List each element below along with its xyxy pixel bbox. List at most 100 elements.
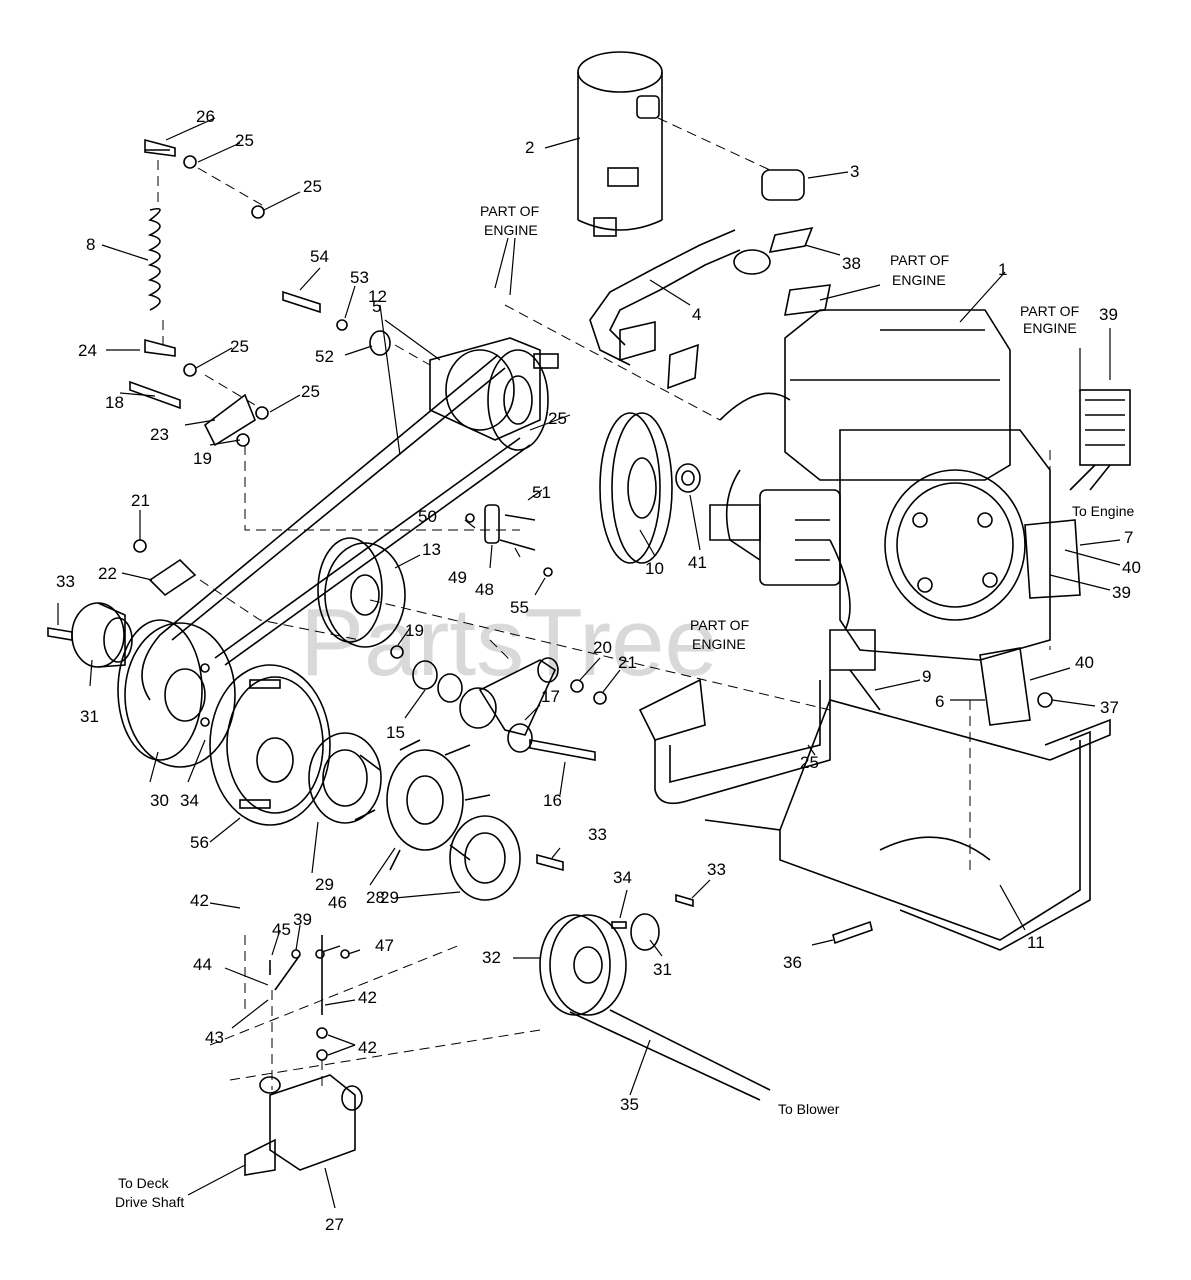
spring: [144, 149, 176, 357]
callout-12: 12: [368, 287, 387, 306]
callout-39c: 39: [293, 910, 312, 929]
bracket-6: [979, 647, 1031, 726]
washer-25-c: [183, 363, 197, 377]
note-to-deck: To Deck: [118, 1175, 170, 1191]
callout-55: 55: [510, 598, 529, 617]
muffler: [577, 51, 663, 237]
washer-52: [369, 330, 391, 356]
callout-30: 30: [150, 791, 169, 810]
bolt-33-left: [47, 627, 73, 641]
callout-36: 36: [783, 953, 802, 972]
callout-51: 51: [532, 483, 551, 502]
gearbox: [244, 1074, 363, 1176]
callout-35: 35: [620, 1095, 639, 1114]
callout-50: 50: [418, 507, 437, 526]
callout-18: 18: [105, 393, 124, 412]
callout-31b: 31: [653, 960, 672, 979]
note-engine-4: ENGINE: [692, 636, 746, 652]
callout-42b: 42: [358, 988, 377, 1007]
callout-49: 49: [448, 568, 467, 587]
washer-25-a: [183, 155, 197, 169]
callout-labels: 1 2 3 4 5 6 7 8 9 10 11 12 13 15 16 17 1…: [56, 107, 1141, 1234]
leader-lines: [57, 117, 1121, 1209]
callout-48: 48: [475, 580, 494, 599]
callout-38: 38: [842, 254, 861, 273]
callout-29a: 29: [315, 875, 334, 894]
washer-53: [336, 319, 348, 331]
callout-52: 52: [315, 347, 334, 366]
nut-21-b: [593, 691, 607, 705]
callout-46: 46: [328, 893, 347, 912]
engine: [709, 309, 1051, 711]
callout-13: 13: [422, 540, 441, 559]
callout-25b: 25: [303, 177, 322, 196]
callout-43: 43: [205, 1028, 224, 1047]
part-55: [543, 567, 553, 577]
notes: PART OF ENGINE PART OF ENGINE PART OF EN…: [115, 203, 1134, 1210]
callout-7: 7: [1124, 528, 1133, 547]
lower-pulley: [539, 914, 627, 1016]
callout-25a: 25: [235, 131, 254, 150]
plate-29-right: [449, 815, 521, 901]
callout-39b: 39: [1112, 583, 1131, 602]
callout-28: 28: [366, 888, 385, 907]
washer-20: [570, 679, 584, 693]
belt-35: [569, 1009, 771, 1101]
bolt-33-mid: [536, 853, 564, 872]
idler-bracket: [429, 337, 559, 451]
callout-20: 20: [593, 638, 612, 657]
bolt-36: [832, 920, 873, 945]
callout-23: 23: [150, 425, 169, 444]
plate-29-left: [308, 732, 382, 824]
belt: [141, 354, 531, 701]
callout-19a: 19: [193, 449, 212, 468]
callout-53: 53: [350, 268, 369, 287]
nut-25-b: [251, 205, 265, 219]
bolt-54: [282, 290, 321, 314]
fan: [354, 739, 491, 871]
hub-31-right: [630, 913, 660, 951]
tensioner-arm: [459, 657, 596, 761]
note-to-engine: To Engine: [1072, 503, 1134, 519]
callout-10: 10: [645, 559, 664, 578]
callout-15: 15: [386, 723, 405, 742]
callout-25f: 25: [800, 753, 819, 772]
callout-17: 17: [541, 687, 560, 706]
callout-6: 6: [935, 692, 944, 711]
alignment-lines: [157, 117, 1051, 1090]
callout-42c: 42: [358, 1038, 377, 1057]
note-drive-shaft: Drive Shaft: [115, 1194, 184, 1210]
nut-21: [133, 539, 147, 553]
callout-37: 37: [1100, 698, 1119, 717]
part-50: [465, 513, 475, 523]
callout-47: 47: [375, 936, 394, 955]
drive-pulley: [117, 619, 236, 768]
note-to-blower: To Blower: [778, 1101, 840, 1117]
bracket-23: [203, 393, 256, 447]
callout-54: 54: [310, 247, 329, 266]
bearing-15-b: [437, 673, 463, 703]
watermark: PartsTree: [300, 589, 718, 696]
callout-21b: 21: [618, 653, 637, 672]
callout-40a: 40: [1122, 558, 1141, 577]
callout-29b: 29: [380, 888, 399, 907]
plate-49: [484, 504, 500, 544]
callout-24: 24: [78, 341, 97, 360]
nut-37: [1037, 692, 1053, 708]
note-part-of-3: PART OF: [1020, 303, 1079, 319]
callout-33c: 33: [707, 860, 726, 879]
fan-plate: [209, 664, 331, 826]
bracket-22: [148, 558, 197, 597]
callout-42a: 42: [190, 891, 209, 910]
bolt-18: [129, 380, 181, 410]
callout-4: 4: [692, 305, 701, 324]
callout-5: 5: [372, 297, 381, 316]
exhaust-pipe: [589, 169, 832, 390]
callout-27: 27: [325, 1215, 344, 1234]
callout-34b: 34: [613, 868, 632, 887]
callout-34a: 34: [180, 791, 199, 810]
bolt-26: [144, 138, 176, 157]
callout-3: 3: [850, 162, 859, 181]
